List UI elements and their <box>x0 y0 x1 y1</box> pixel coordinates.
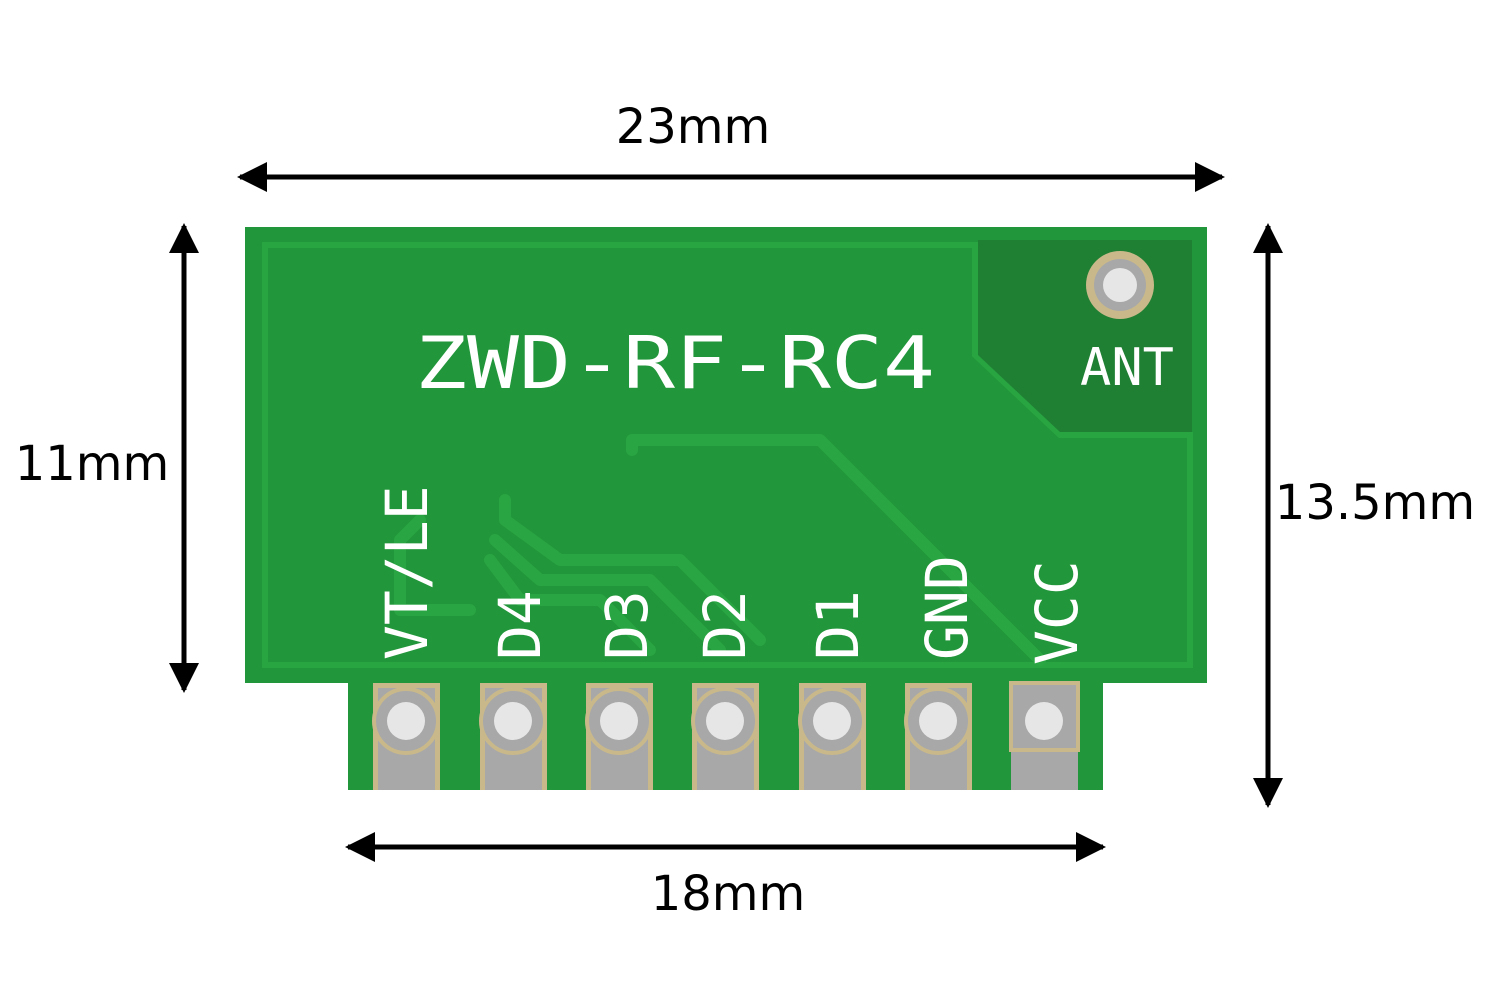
pin-pads <box>372 681 1080 790</box>
board-outline <box>245 227 1207 790</box>
pin-pad-d1 <box>798 683 866 790</box>
traces <box>394 434 1046 666</box>
pin-pad-vcc <box>1009 681 1080 790</box>
dimension-pin-span-label: 18mm <box>651 866 806 922</box>
dimension-width-total-label: 23mm <box>616 99 771 155</box>
pin-label-gnd: GND <box>913 555 981 660</box>
dimension-height-total-label: 13.5mm <box>1275 475 1475 531</box>
pcb-board: ZWD-RF-RC4 ANT <box>245 227 1207 790</box>
dimension-height-body-label: 11mm <box>15 436 170 492</box>
pin-label-d3: D3 <box>593 590 661 660</box>
pin-pad-d2 <box>691 683 759 790</box>
pin-label-d4: D4 <box>486 590 554 660</box>
pin-labels: VT/LE D4 D3 D2 D1 GND VCC <box>373 485 1091 665</box>
module-name: ZWD-RF-RC4 <box>415 321 935 405</box>
pin-label-vt-le: VT/LE <box>373 485 441 660</box>
pin-pad-gnd <box>904 683 972 790</box>
antenna-via <box>1086 251 1154 319</box>
board-edge-trace <box>262 242 1193 668</box>
pin-pad-vt-le <box>372 683 440 790</box>
pin-pad-d4 <box>479 683 547 790</box>
pin-label-d1: D1 <box>804 590 872 660</box>
pin-pad-d3 <box>585 683 653 790</box>
pin-label-d2: D2 <box>691 590 759 660</box>
antenna-label: ANT <box>1080 338 1174 398</box>
pin-label-vcc: VCC <box>1023 560 1091 665</box>
dimension-lines <box>169 162 1283 862</box>
